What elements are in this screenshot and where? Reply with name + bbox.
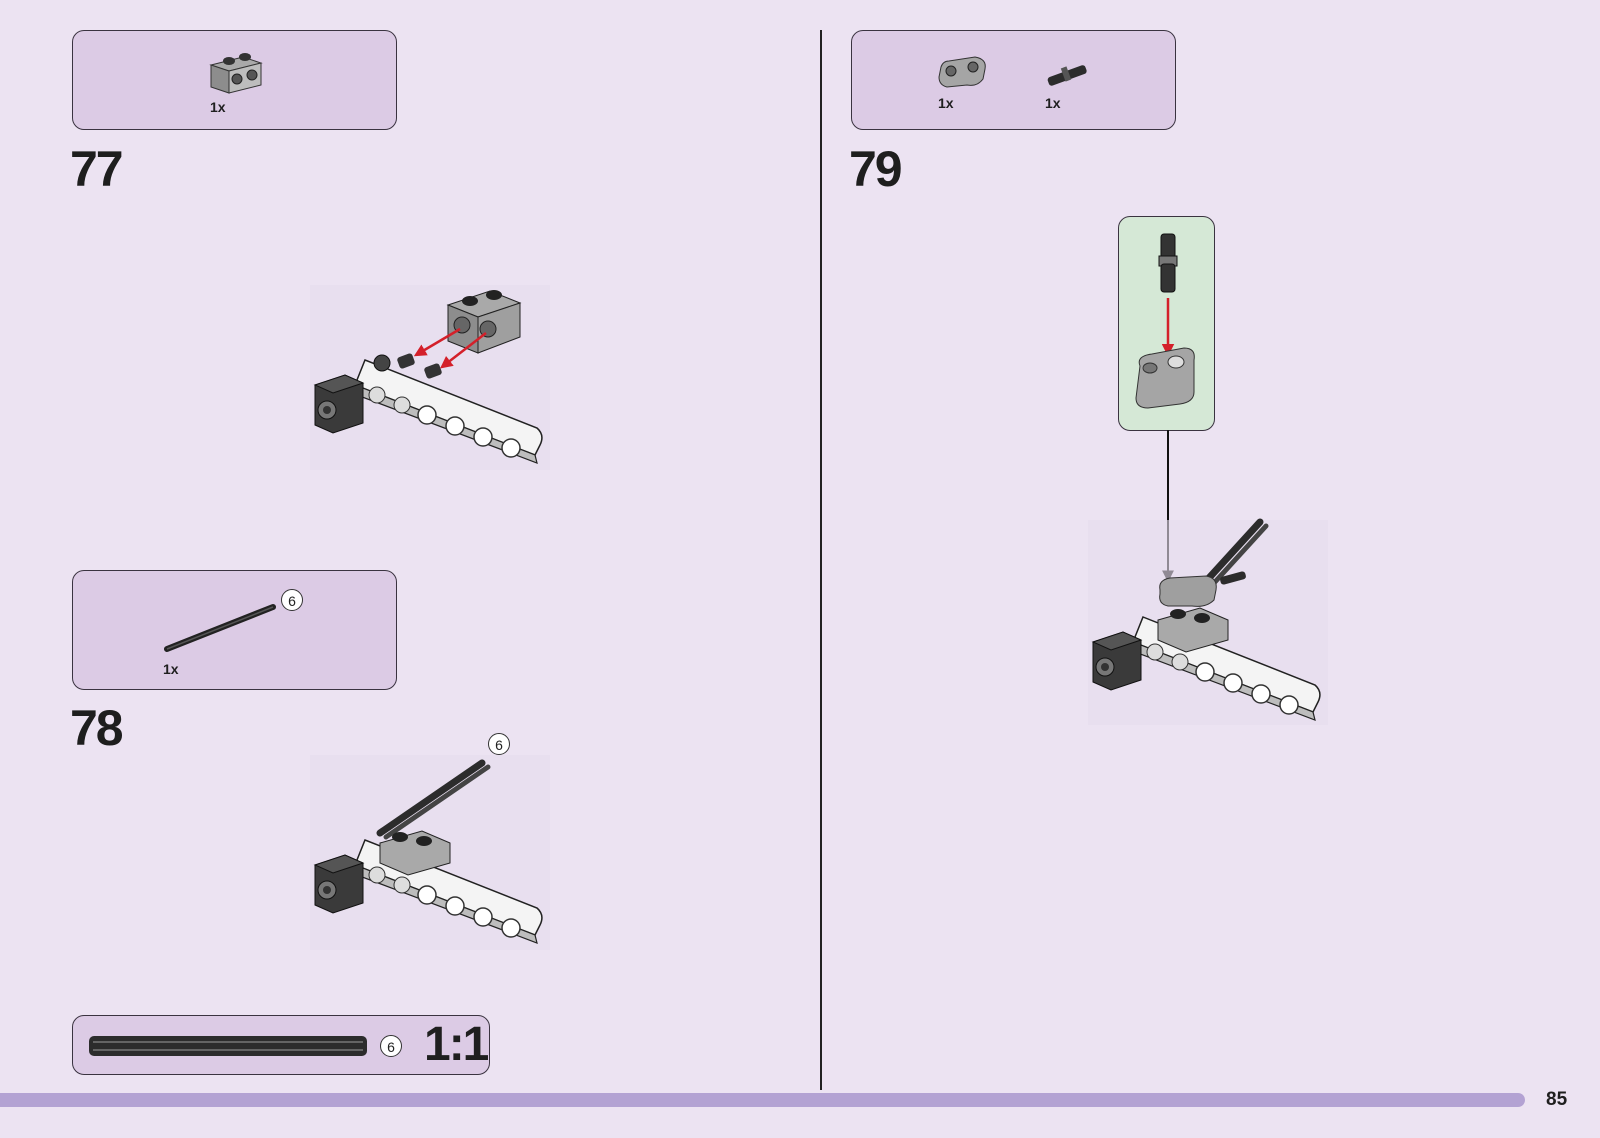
page-divider [820, 30, 822, 1090]
step-number-79: 79 [849, 144, 901, 194]
parts-callout-79: 1x 1x [851, 30, 1176, 130]
step-79-assembly-illustration [1088, 520, 1338, 730]
grey-liftarm-icon [937, 55, 989, 91]
step-number-77: 77 [70, 144, 122, 194]
footer-bar [0, 1093, 1525, 1107]
step-78-assembly-illustration [310, 755, 560, 955]
sub-assembly-illustration [1118, 216, 1215, 431]
black-axle-icon [163, 601, 283, 655]
axle-length-badge: 6 [380, 1035, 402, 1057]
part-quantity: 1x [163, 661, 179, 677]
axle-length-badge: 6 [281, 589, 303, 611]
axle-scale-icon [89, 1034, 369, 1058]
grey-technic-brick-icon [209, 49, 265, 95]
black-axle-pin-icon [1045, 61, 1091, 87]
parts-callout-77: 1x [72, 30, 397, 130]
step-number-78: 78 [70, 703, 122, 753]
part-quantity: 1x [1045, 95, 1061, 111]
parts-callout-78: 6 1x [72, 570, 397, 690]
page-number: 85 [1546, 1089, 1567, 1111]
axle-length-badge: 6 [488, 733, 510, 755]
scale-ratio: 1:1 [424, 1021, 487, 1069]
step-77-assembly-illustration [310, 285, 560, 475]
part-quantity: 1x [210, 99, 226, 115]
part-quantity: 1x [938, 95, 954, 111]
